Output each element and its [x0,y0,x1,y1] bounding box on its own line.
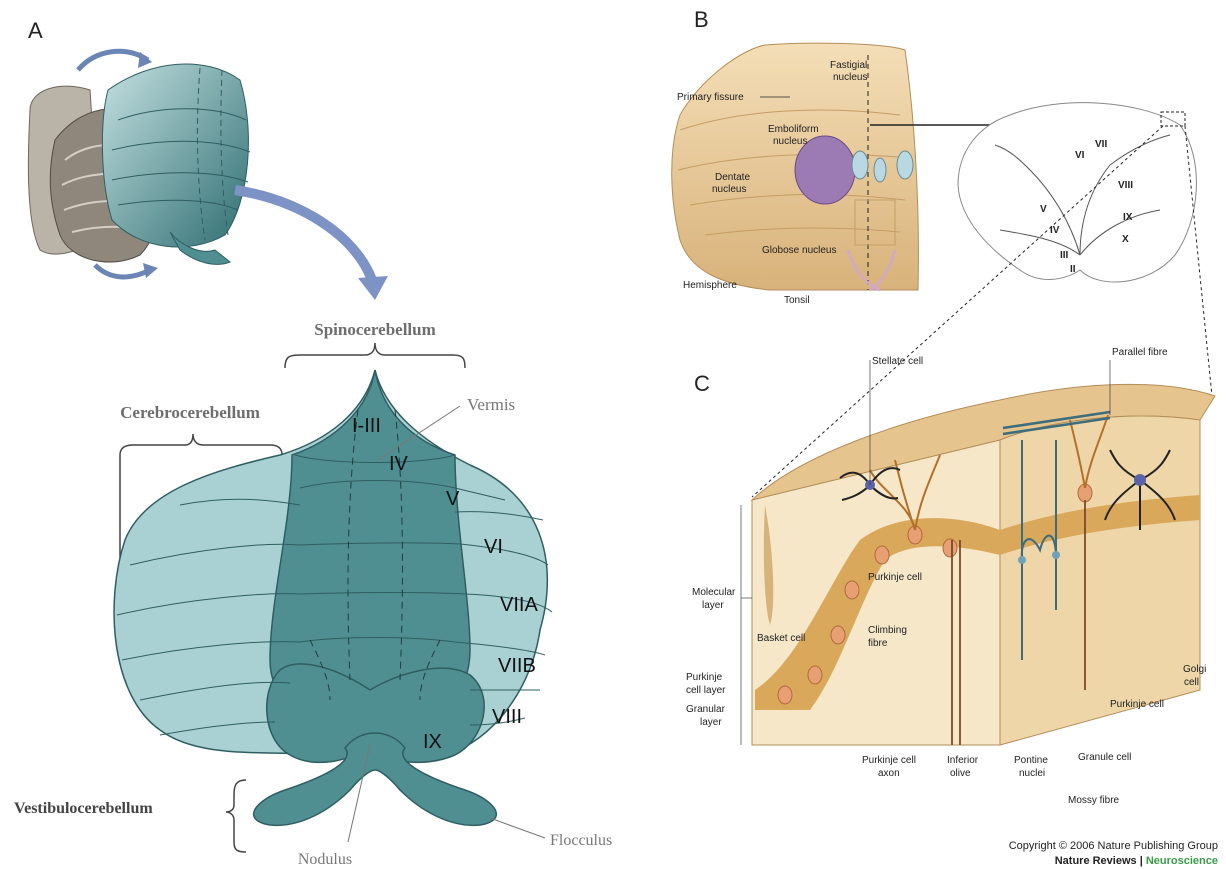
sagittal-section-illustration [958,103,1196,282]
molecular-layer-label-1: Molecular [692,587,736,598]
section-lobule-viii: VIII [1118,180,1133,191]
inferior-olive-label-1: Inferior [947,755,979,766]
section-lobule-vii: VII [1095,139,1107,150]
granular-layer-label-2: layer [700,717,722,728]
section-lobule-iii: III [1060,250,1069,261]
cerebellar-cortex-block [752,384,1215,745]
emboliform-label-2: nucleus [773,136,807,147]
transform-arrow [235,190,372,280]
copyright-text: Copyright © 2006 Nature Publishing Group [1009,840,1218,852]
purkinje-axon-label-2: axon [878,768,900,779]
vermis-label: Vermis [467,395,515,414]
globose-label: Globose nucleus [762,245,837,256]
pontine-nuclei-label-2: nuclei [1019,768,1045,779]
primary-fissure-label: Primary fissure [677,92,744,103]
molecular-layer-label-2: layer [702,600,724,611]
lobule-viib: VIIB [498,655,536,677]
lobule-viii: VIII [492,706,522,728]
dentate-label-1: Dentate [715,172,750,183]
panel-label-b: B [694,7,709,32]
dentate-label-2: nucleus [712,184,746,195]
journal-credit: Nature Reviews | Neuroscience [1055,855,1218,867]
hemisphere-label: Hemisphere [683,280,737,291]
lobule-viia: VIIA [500,594,538,616]
vestibulocerebellum-label: Vestibulocerebellum [14,800,153,817]
panel-label-c: C [694,371,710,396]
section-lobule-ii: II [1070,264,1076,275]
cerebellum-3d-illustration [28,51,250,278]
pontine-nuclei-label-1: Pontine [1014,755,1048,766]
section-lobule-vi: VI [1075,150,1085,161]
transform-arrowhead [358,276,388,300]
golgi-cell-label-1: Golgi [1183,664,1206,675]
lobule-i-iii: I-III [352,415,381,437]
granule-cell-label: Granule cell [1078,752,1131,763]
fastigial-label-1: Fastigial [830,60,867,71]
mossy-fibre-label: Mossy fibre [1068,795,1120,806]
granular-layer-label-1: Granular [686,704,726,715]
section-lobule-x: X [1122,234,1129,245]
climbing-fibre-label-1: Climbing [868,625,907,636]
tonsil-label: Tonsil [784,295,810,306]
vestibulocerebellum-bracket [226,780,246,852]
purkinje-axon-label-1: Purkinje cell [862,755,916,766]
flocculus-leader [490,818,545,838]
lobule-v: V [446,488,460,510]
stellate-cell-label: Stellate cell [872,356,923,367]
lobule-vi: VI [484,536,503,558]
lobule-iv: IV [389,453,409,475]
section-lobule-ix: IX [1123,212,1133,223]
purkinje-cell-right-label: Purkinje cell [1110,699,1164,710]
section-lobule-v: V [1040,204,1047,215]
flattened-cerebellum [114,370,552,825]
climbing-fibre-label-2: fibre [868,638,888,649]
emboliform-label-1: Emboliform [768,124,819,135]
purkinje-layer-label-2: cell layer [686,685,726,696]
journal-suffix: Neuroscience [1146,855,1218,867]
fastigial-label-2: nucleus [833,72,867,83]
cerebrocerebellum-label: Cerebrocerebellum [120,403,260,422]
nodulus-label: Nodulus [298,851,352,868]
panel-label-a: A [28,18,43,43]
inferior-olive-label-2: olive [950,768,971,779]
purkinje-layer-label-1: Purkinje [686,672,723,683]
basket-cell-label: Basket cell [757,633,805,644]
golgi-cell-label-2: cell [1184,677,1199,688]
journal-prefix: Nature Reviews | [1055,855,1146,867]
parallel-fibre-label: Parallel fibre [1112,347,1168,358]
purkinje-cell-inner-label: Purkinje cell [868,572,922,583]
lobule-ix: IX [423,731,442,753]
spinocerebellum-label: Spinocerebellum [314,320,436,339]
flocculus-label: Flocculus [550,832,612,849]
spinocerebellum-bracket [285,343,465,368]
